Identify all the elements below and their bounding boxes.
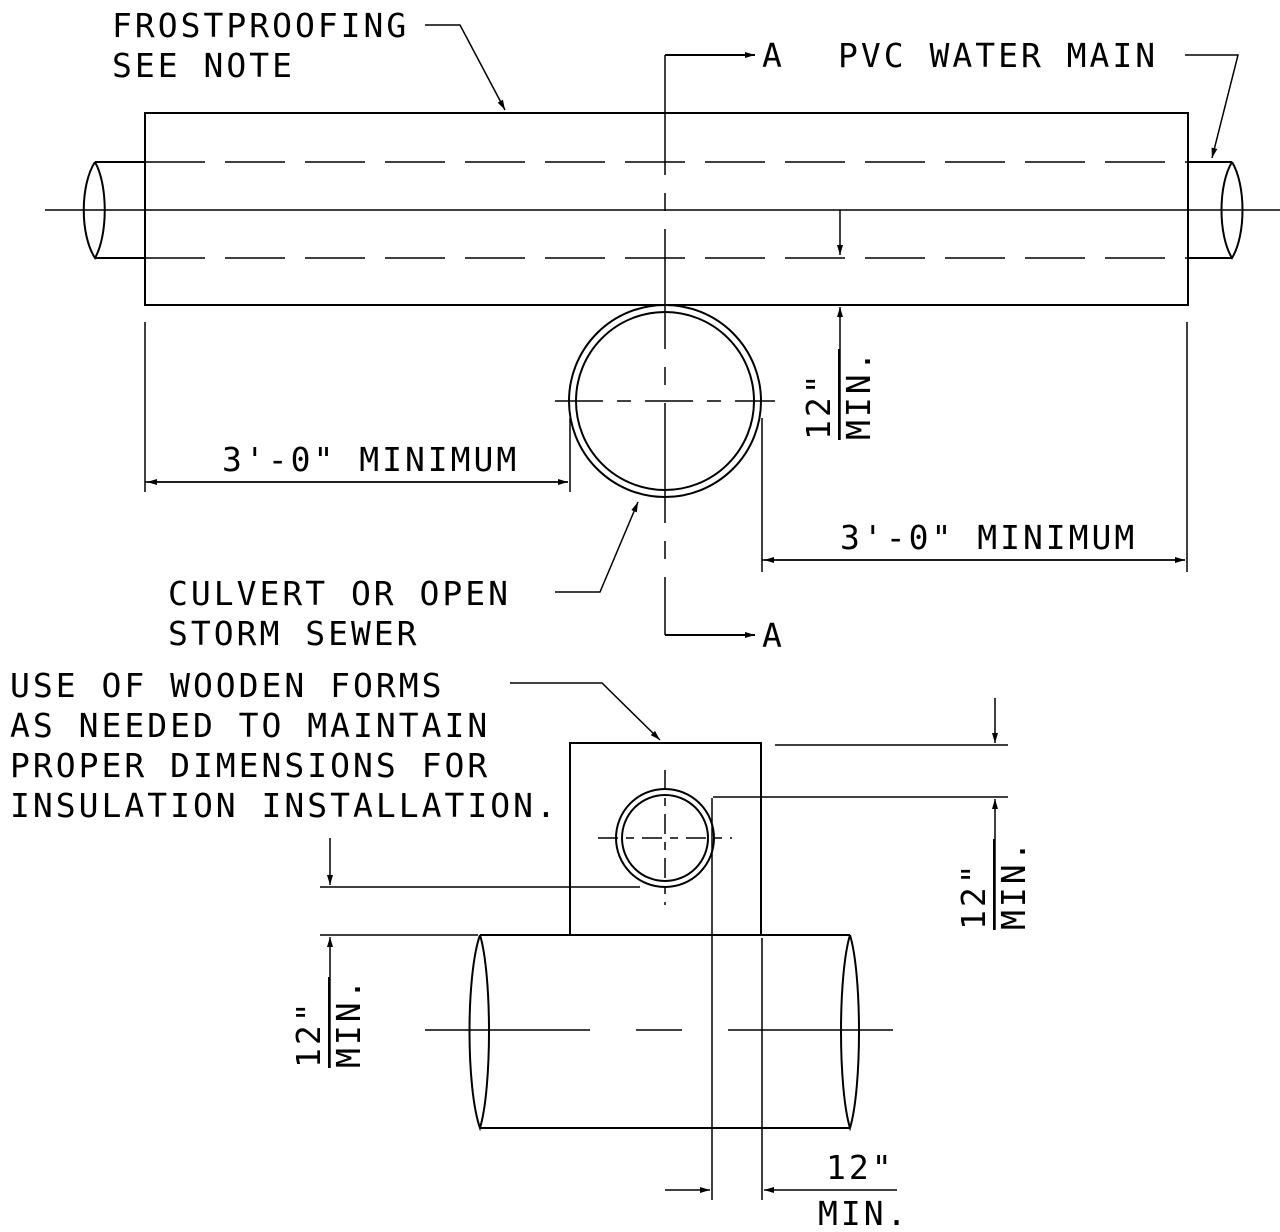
- dimension-left-minimum: [144, 322, 571, 492]
- section-culvert-pipe: [425, 934, 900, 1132]
- min-right-label: 3'-0" MINIMUM: [840, 518, 1138, 557]
- dimension-section-right: [713, 698, 1008, 930]
- culvert-pipe: [555, 304, 775, 498]
- plan-vertical-dimension-text: 12" MIN.: [799, 348, 878, 440]
- section-right-value: 12": [954, 838, 995, 930]
- section-bottom-label: A: [762, 616, 785, 655]
- frostproofing-slab: [144, 112, 1189, 306]
- section-top-label: A: [762, 36, 785, 75]
- plan-vertical-value: 12": [799, 348, 840, 440]
- water-main-leader: [1185, 54, 1239, 159]
- frostproofing-leader: [425, 24, 506, 111]
- dimension-section-bottom: [665, 798, 897, 1200]
- see-note-label: SEE NOTE: [112, 46, 295, 85]
- culvert-label-1: CULVERT OR OPEN: [168, 574, 512, 613]
- wooden-forms-leader: [510, 682, 661, 741]
- culvert-leader: [555, 501, 639, 593]
- section-left-value: 12": [289, 976, 330, 1068]
- section-right-unit: MIN.: [994, 838, 1033, 930]
- section-water-main: [598, 770, 732, 905]
- water-main-label: PVC WATER MAIN: [838, 36, 1159, 75]
- section-left-unit: MIN.: [329, 976, 368, 1068]
- frostproofing-label: FROSTPROOFING: [112, 6, 410, 45]
- forms-label-3: PROPER DIMENSIONS FOR: [10, 746, 491, 785]
- water-main-pipe: [45, 161, 1280, 260]
- section-line-a: [664, 52, 755, 638]
- min-left-label: 3'-0" MINIMUM: [222, 440, 520, 479]
- section-right-dimension-text: 12" MIN.: [954, 838, 1033, 930]
- forms-label-4: INSULATION INSTALLATION.: [10, 786, 559, 825]
- culvert-label-2: STORM SEWER: [168, 614, 420, 653]
- section-bottom-value: 12": [826, 1148, 895, 1187]
- section-bottom-unit: MIN.: [818, 1194, 910, 1232]
- plan-vertical-unit: MIN.: [839, 348, 878, 440]
- dimension-section-left: [320, 838, 640, 1068]
- forms-label-2: AS NEEDED TO MAINTAIN: [10, 706, 491, 745]
- forms-label-1: USE OF WOODEN FORMS: [10, 666, 445, 705]
- dimension-right-minimum: [761, 322, 1188, 572]
- section-left-dimension-text: 12" MIN.: [289, 976, 368, 1068]
- insulation-box: [569, 742, 762, 936]
